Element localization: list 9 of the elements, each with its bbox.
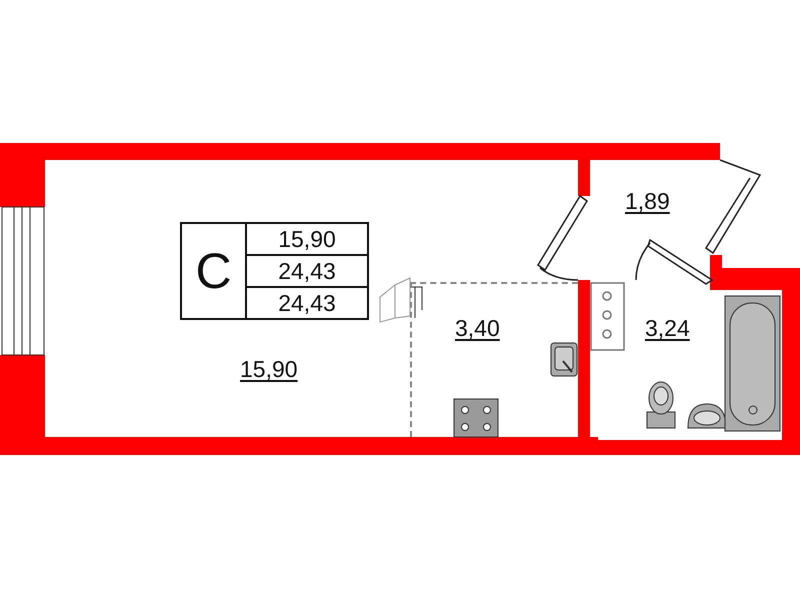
area-cell: 15,90: [246, 223, 368, 255]
apartment-type-cell: С: [181, 223, 246, 319]
area-label: 1,89: [625, 190, 670, 213]
area-cell: 24,43: [246, 287, 368, 319]
kitchen-zone: [410, 282, 578, 437]
area-label: 15,90: [240, 358, 298, 381]
area-cell: 24,43: [246, 255, 368, 287]
area-label: 3,24: [645, 317, 690, 340]
area-label: 3,40: [455, 317, 500, 340]
